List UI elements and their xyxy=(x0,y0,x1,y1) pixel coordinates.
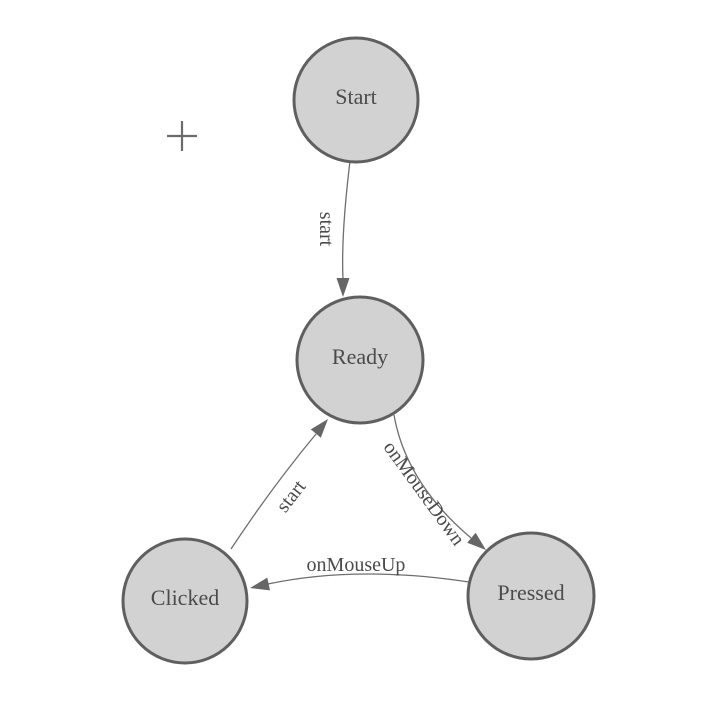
arrowhead-icon xyxy=(310,419,328,438)
edge-label-onmousedown: onMouseDown xyxy=(379,437,469,550)
state-node-ready[interactable]: Ready xyxy=(295,295,425,425)
state-node-clicked[interactable]: Clicked xyxy=(121,537,249,665)
edge-line[interactable] xyxy=(393,414,472,539)
edge-start-to-ready[interactable]: start xyxy=(315,160,351,297)
node-label: Clicked xyxy=(151,585,219,610)
node-circle[interactable] xyxy=(292,36,420,164)
node-label: Start xyxy=(335,84,377,109)
state-node-pressed[interactable]: Pressed xyxy=(466,531,596,661)
node-label: Ready xyxy=(332,344,388,369)
edge-label-onmouseup: onMouseUp xyxy=(307,554,406,576)
edge-clicked-to-ready[interactable]: start xyxy=(230,419,328,550)
arrowhead-icon xyxy=(336,278,350,297)
node-label: Pressed xyxy=(497,580,564,605)
edge-line[interactable] xyxy=(267,573,470,585)
arrowhead-icon xyxy=(250,577,270,591)
state-node-start[interactable]: Start xyxy=(292,36,420,164)
edge-line[interactable] xyxy=(230,433,317,550)
edge-line[interactable] xyxy=(341,160,351,280)
node-circle[interactable] xyxy=(295,295,425,425)
edge-ready-to-pressed[interactable]: onMouseDown xyxy=(379,414,486,550)
arrowhead-icon xyxy=(467,532,486,550)
node-circle[interactable] xyxy=(466,531,596,661)
edge-label-start: start xyxy=(315,212,337,247)
edge-pressed-to-clicked[interactable]: onMouseUp xyxy=(250,554,470,591)
node-circle[interactable] xyxy=(121,537,249,665)
crosshair-icon xyxy=(167,121,197,151)
